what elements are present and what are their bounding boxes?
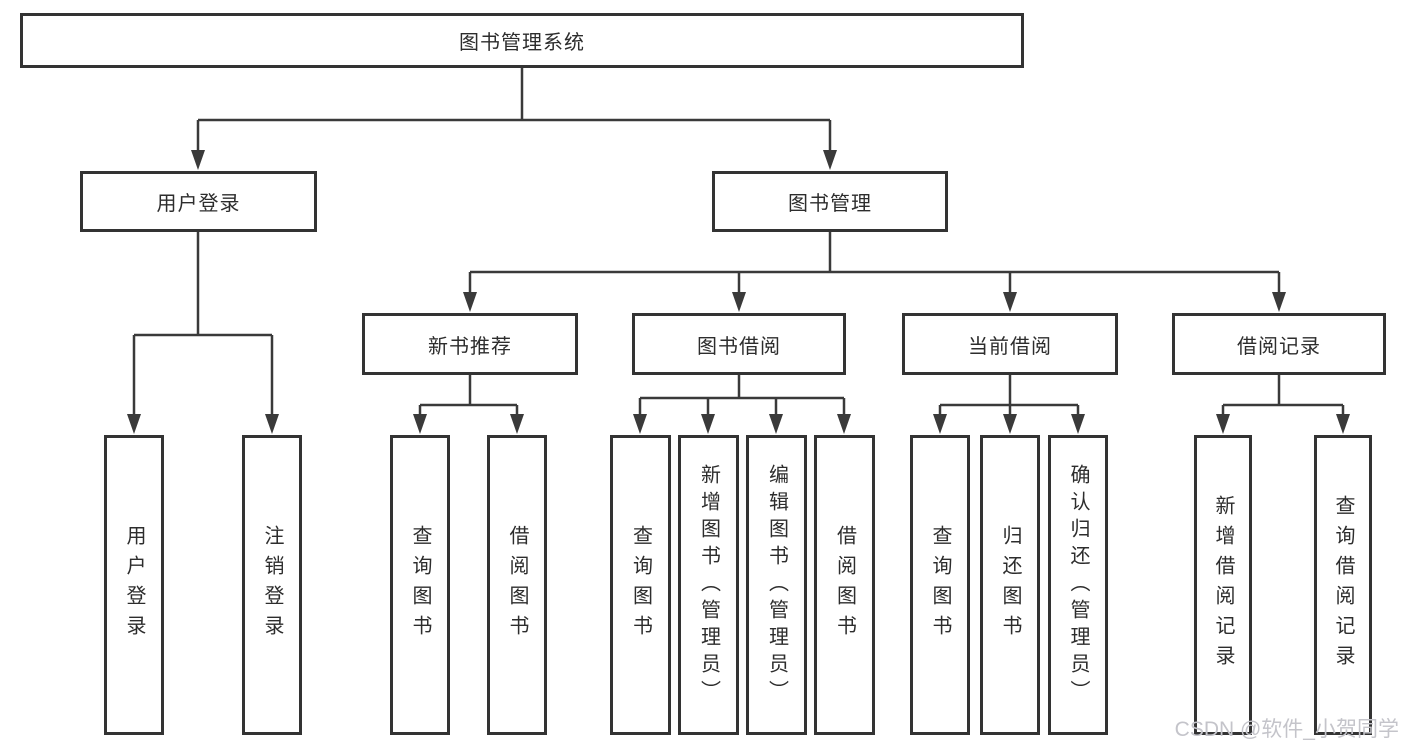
leaf-user-login: 用户登录 — [104, 435, 164, 735]
csdn-watermark: CSDN @软件_小贺同学 — [1174, 718, 1399, 741]
leaf-add-borrow-record: 新增借阅记录 — [1194, 435, 1252, 735]
node-borrowing-records: 借阅记录 — [1172, 313, 1386, 375]
node-current-borrowing: 当前借阅 — [902, 313, 1118, 375]
node-library-management-system: 图书管理系统 — [20, 13, 1024, 68]
leaf-query-books-borrowing: 查询图书 — [610, 435, 671, 735]
node-user-login-branch: 用户登录 — [80, 171, 317, 232]
leaf-confirm-return-admin: 确认归还（管理员） — [1048, 435, 1108, 735]
leaf-query-books-current: 查询图书 — [910, 435, 970, 735]
leaf-logout: 注销登录 — [242, 435, 302, 735]
leaf-borrow-books-borrowing: 借阅图书 — [814, 435, 875, 735]
leaf-return-books: 归还图书 — [980, 435, 1040, 735]
leaf-edit-books-admin: 编辑图书（管理员） — [746, 435, 807, 735]
node-new-book-recommendation: 新书推荐 — [362, 313, 578, 375]
node-book-borrowing: 图书借阅 — [632, 313, 846, 375]
leaf-query-books-recommend: 查询图书 — [390, 435, 450, 735]
leaf-borrow-books-recommend: 借阅图书 — [487, 435, 547, 735]
leaf-add-books-admin: 新增图书（管理员） — [678, 435, 739, 735]
leaf-query-borrow-record: 查询借阅记录 — [1314, 435, 1372, 735]
node-book-management-branch: 图书管理 — [712, 171, 948, 232]
